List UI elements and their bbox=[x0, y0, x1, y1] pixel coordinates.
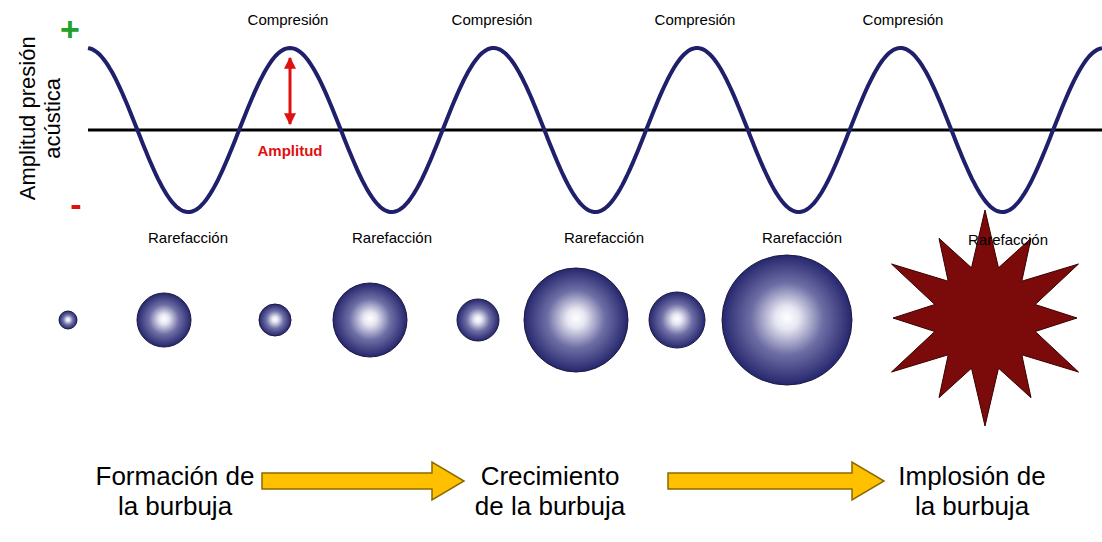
amplitude-arrow bbox=[289, 58, 292, 124]
bubble bbox=[722, 255, 852, 385]
minus-sign: - bbox=[70, 185, 81, 224]
compression-label: Compresión bbox=[863, 11, 944, 28]
axis-title: Amplitud presión acústica bbox=[15, 28, 66, 208]
compression-label: Compresión bbox=[248, 11, 329, 28]
pressure-wave bbox=[88, 48, 1102, 212]
bubble bbox=[259, 304, 291, 336]
bubble bbox=[59, 311, 77, 329]
bubble bbox=[649, 292, 705, 348]
rarefaction-label: Rarefacción bbox=[968, 231, 1048, 248]
bubble bbox=[137, 293, 191, 347]
amplitude-label: Amplitud bbox=[256, 142, 325, 159]
compression-label: Compresión bbox=[655, 11, 736, 28]
implosion-burst bbox=[892, 210, 1079, 426]
bubble bbox=[333, 283, 407, 357]
rarefaction-label: Rarefacción bbox=[762, 229, 842, 246]
stage-arrow bbox=[668, 462, 884, 500]
rarefaction-label: Rarefacción bbox=[564, 229, 644, 246]
stage-label: Implosión de la burbuja bbox=[887, 462, 1057, 522]
rarefaction-label: Rarefacción bbox=[148, 229, 228, 246]
stage-arrow bbox=[262, 462, 464, 500]
bubbles bbox=[59, 255, 852, 385]
compression-label: Compresión bbox=[452, 11, 533, 28]
bubble bbox=[457, 299, 499, 341]
stage-label: Crecimiento de la burbuja bbox=[465, 462, 635, 522]
stage-label: Formación de la burbuja bbox=[88, 462, 263, 522]
bubble bbox=[524, 268, 628, 372]
rarefaction-label: Rarefacción bbox=[352, 229, 432, 246]
plus-sign: + bbox=[60, 10, 80, 49]
